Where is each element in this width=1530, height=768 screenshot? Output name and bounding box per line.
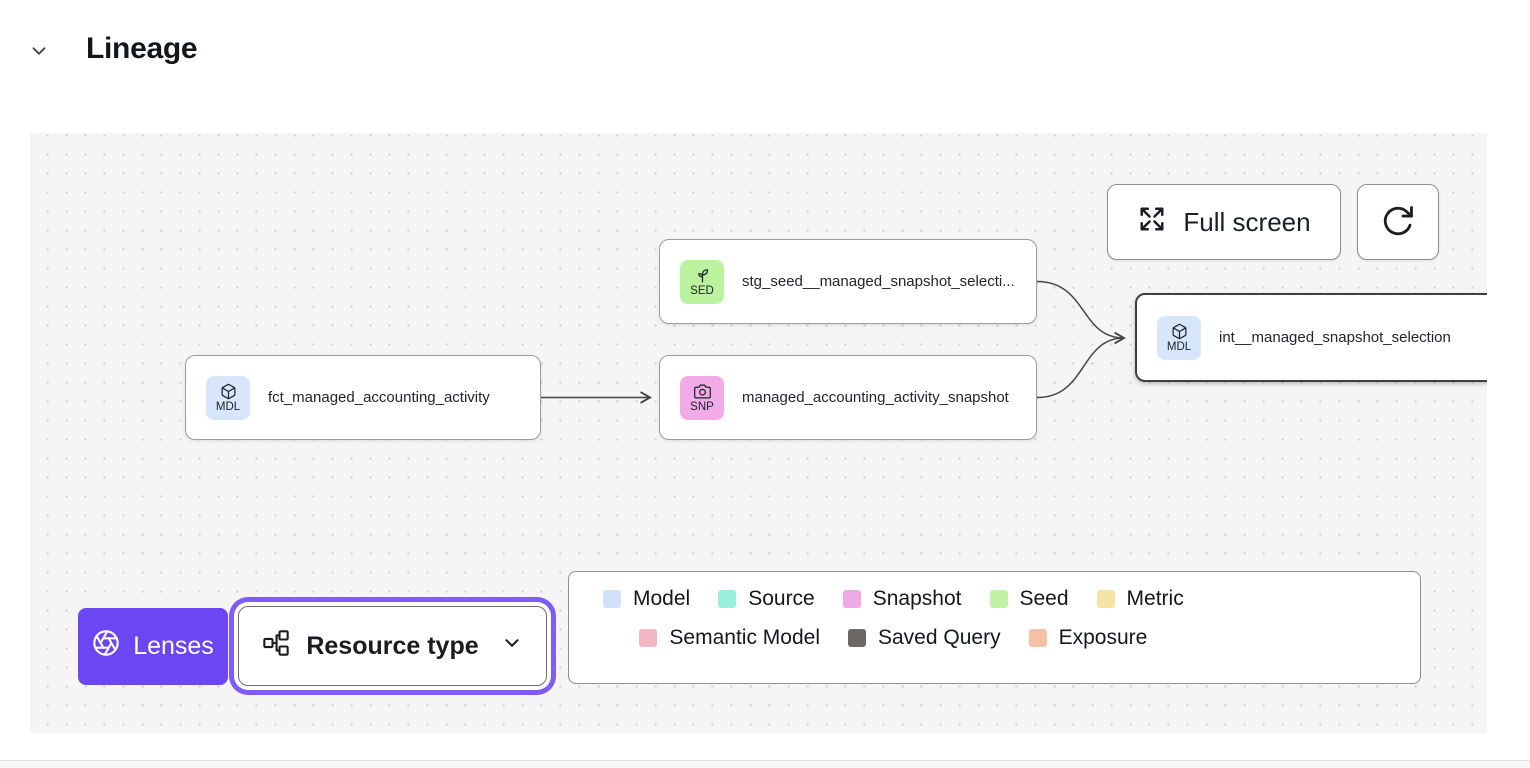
chevron-down-icon: [501, 632, 523, 661]
seed-badge: SED: [680, 259, 724, 304]
lineage-header: Lineage: [0, 0, 1530, 100]
legend-item-metric: Metric: [1096, 587, 1184, 611]
resource-type-dropdown[interactable]: Resource type: [238, 606, 547, 686]
badge-label: MDL: [215, 400, 241, 413]
badge-label: SNP: [690, 400, 714, 413]
node-label: managed_accounting_activity_snapshot: [742, 389, 1009, 406]
cube-icon: [1172, 323, 1186, 339]
legend-row-1: Model Source Snapshot Seed Metric: [603, 587, 1184, 611]
legend-item-exposure: Exposure: [1028, 626, 1147, 650]
seed-swatch: [989, 590, 1008, 608]
legend-item-snapshot: Snapshot: [842, 587, 962, 611]
lenses-button[interactable]: Lenses: [78, 608, 228, 685]
legend-item-saved-query: Saved Query: [848, 626, 1001, 650]
legend-row-2: Semantic Model Saved Query Exposure: [639, 626, 1147, 650]
snapshot-swatch: [842, 590, 861, 608]
full-screen-label: Full screen: [1183, 206, 1311, 237]
resource-type-icon: [262, 629, 290, 664]
badge-label: SED: [690, 284, 714, 297]
node-label: stg_seed__managed_snapshot_selecti...: [742, 273, 1015, 290]
semantic-model-swatch: [639, 629, 658, 647]
metric-swatch: [1096, 590, 1115, 608]
full-screen-button[interactable]: Full screen: [1107, 184, 1341, 260]
resource-type-label: Resource type: [306, 631, 479, 660]
resource-type-legend: Model Source Snapshot Seed Metric Semant…: [568, 571, 1421, 684]
legend-item-semantic-model: Semantic Model: [639, 626, 820, 650]
node-int-managed-snapshot-selection[interactable]: MDL int__managed_snapshot_selection: [1135, 293, 1487, 382]
source-swatch: [718, 590, 737, 608]
model-swatch: [603, 590, 621, 608]
node-label: fct_managed_accounting_activity: [268, 389, 490, 406]
legend-item-model: Model: [603, 587, 690, 611]
camera-icon: [693, 384, 711, 398]
exposure-swatch: [1028, 629, 1047, 647]
sprout-icon: [697, 268, 708, 282]
collapse-chevron-icon[interactable]: [28, 40, 50, 62]
legend-item-seed: Seed: [989, 587, 1069, 611]
lenses-label: Lenses: [133, 632, 214, 660]
node-label: int__managed_snapshot_selection: [1219, 329, 1451, 346]
aperture-icon: [92, 629, 120, 664]
model-badge: MDL: [206, 375, 250, 420]
edge-snp-to-int: [1036, 337, 1125, 399]
page-title: Lineage: [86, 32, 198, 65]
refresh-icon: [1381, 204, 1415, 241]
cube-icon: [221, 383, 235, 399]
node-fct-managed-accounting-activity[interactable]: MDL fct_managed_accounting_activity: [185, 355, 541, 440]
legend-item-source: Source: [718, 587, 815, 611]
edge-sed-to-int: [1036, 280, 1126, 345]
lineage-canvas[interactable]: Full screen MDL fct_managed_accounting_a…: [30, 133, 1487, 733]
saved-query-swatch: [848, 629, 866, 647]
badge-label: MDL: [1166, 340, 1192, 353]
refresh-button[interactable]: [1357, 184, 1439, 260]
node-stg-seed-managed-snapshot-selection[interactable]: SED stg_seed__managed_snapshot_selecti..…: [659, 239, 1037, 324]
section-divider: [0, 760, 1530, 768]
expand-icon: [1137, 204, 1167, 241]
node-managed-accounting-activity-snapshot[interactable]: SNP managed_accounting_activity_snapshot: [659, 355, 1037, 440]
snapshot-badge: SNP: [680, 375, 724, 420]
model-badge: MDL: [1157, 315, 1201, 360]
